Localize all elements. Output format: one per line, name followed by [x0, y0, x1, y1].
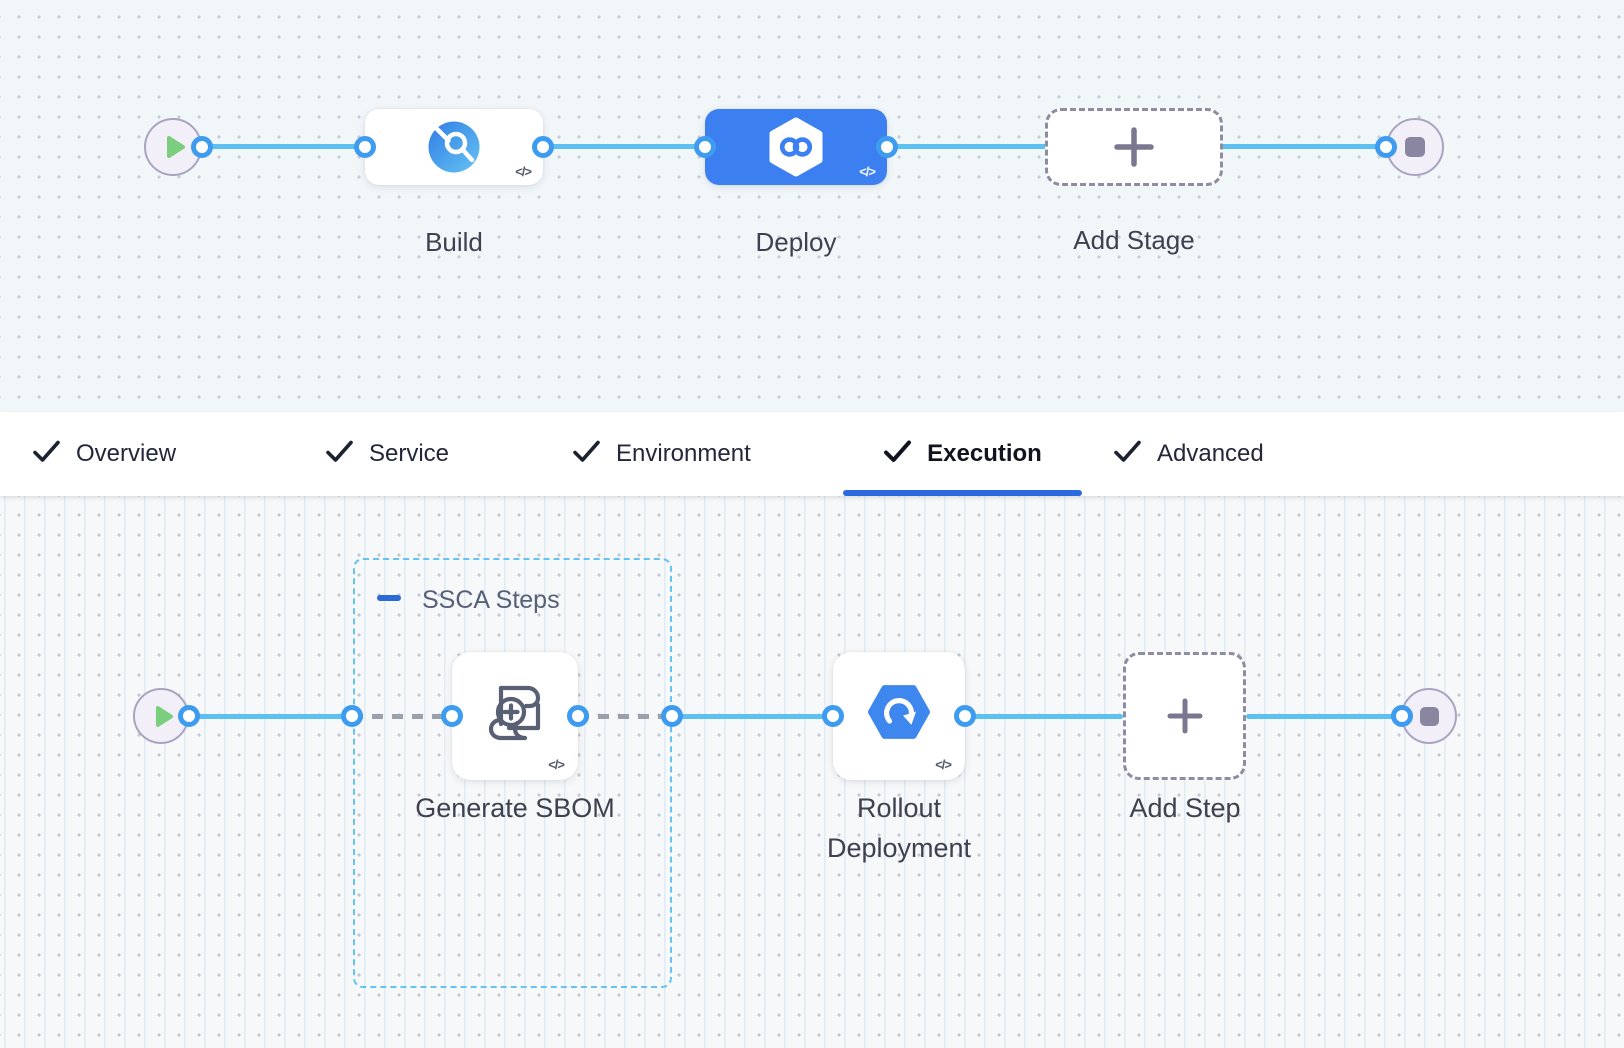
- step-wire: [1246, 714, 1402, 719]
- yaml-code-badge: </>: [859, 164, 876, 179]
- check-icon: [572, 439, 601, 470]
- stage-node-build[interactable]: </>: [365, 109, 543, 185]
- connector-dot: [567, 705, 589, 727]
- yaml-code-badge: </>: [548, 757, 565, 772]
- connector-dot: [661, 705, 683, 727]
- tab-label: Overview: [76, 440, 177, 467]
- connector-dot: [822, 705, 844, 727]
- step-wire-dashed: [578, 714, 672, 719]
- play-icon: [166, 135, 186, 159]
- step-label-rollout-deployment: Rollout Deployment: [826, 793, 972, 863]
- stage-wire: [200, 144, 367, 149]
- check-icon: [32, 439, 61, 470]
- stage-wire: [541, 144, 707, 149]
- tab-advanced[interactable]: Advanced: [1113, 412, 1264, 496]
- sbom-scroll-icon: [477, 675, 553, 751]
- connector-dot: [441, 705, 463, 727]
- connector-dot: [876, 136, 898, 158]
- stage-wire: [885, 144, 1047, 149]
- active-tab-underline: [843, 490, 1082, 496]
- yaml-code-badge: </>: [935, 757, 952, 772]
- stop-icon: [1419, 706, 1439, 726]
- stage-canvas: </> </>: [0, 0, 1624, 412]
- stage-label-add-stage: Add Stage: [1073, 225, 1195, 255]
- step-group-ssca: SSCA Steps: [353, 558, 672, 988]
- stage-tab-bar: Overview Service Environment Execution A…: [0, 412, 1624, 496]
- stop-icon: [1405, 137, 1425, 157]
- connector-dot: [954, 705, 976, 727]
- yaml-code-badge: </>: [515, 164, 532, 179]
- step-wire: [965, 714, 1123, 719]
- tab-label: Execution: [927, 440, 1042, 467]
- connector-dot: [532, 136, 554, 158]
- rollout-deployment-icon: [868, 681, 930, 743]
- ci-build-icon: [427, 120, 481, 174]
- stage-node-deploy[interactable]: </>: [705, 109, 887, 185]
- step-label-add-step: Add Step: [1129, 793, 1241, 823]
- tab-execution[interactable]: Execution: [843, 412, 1082, 496]
- add-stage-button[interactable]: [1045, 108, 1223, 186]
- tab-service[interactable]: Service: [325, 412, 449, 496]
- connector-dot: [191, 136, 213, 158]
- connector-dot: [178, 705, 200, 727]
- connector-dot: [341, 705, 363, 727]
- play-icon: [155, 705, 174, 728]
- tab-overview[interactable]: Overview: [32, 412, 176, 496]
- check-icon: [325, 439, 354, 470]
- connector-dot: [694, 136, 716, 158]
- plus-icon: [1165, 696, 1205, 736]
- connector-dot: [1375, 136, 1397, 158]
- tab-environment[interactable]: Environment: [572, 412, 751, 496]
- step-node-generate-sbom[interactable]: </>: [452, 652, 578, 780]
- tab-label: Advanced: [1157, 440, 1264, 467]
- connector-dot: [354, 136, 376, 158]
- connector-dot: [1391, 705, 1413, 727]
- tab-label: Environment: [616, 440, 751, 467]
- step-node-rollout-deployment[interactable]: </>: [833, 652, 965, 780]
- step-wire-dashed: [352, 714, 452, 719]
- cd-deploy-icon: [766, 117, 826, 177]
- check-icon: [1113, 439, 1142, 470]
- stage-label-deploy: Deploy: [755, 227, 837, 257]
- collapse-group-icon[interactable]: [377, 590, 401, 608]
- step-label-generate-sbom: Generate SBOM: [415, 793, 615, 823]
- plus-icon: [1111, 124, 1157, 170]
- stage-label-build: Build: [425, 227, 483, 257]
- execution-start-node: [133, 688, 189, 744]
- tab-label: Service: [369, 440, 450, 467]
- check-icon: [883, 439, 912, 470]
- add-step-button[interactable]: [1123, 652, 1246, 780]
- step-wire: [672, 714, 833, 719]
- step-wire: [189, 714, 352, 719]
- stage-wire: [1221, 144, 1388, 149]
- step-group-label: SSCA Steps: [422, 586, 560, 614]
- execution-canvas: SSCA Steps: [0, 496, 1624, 1048]
